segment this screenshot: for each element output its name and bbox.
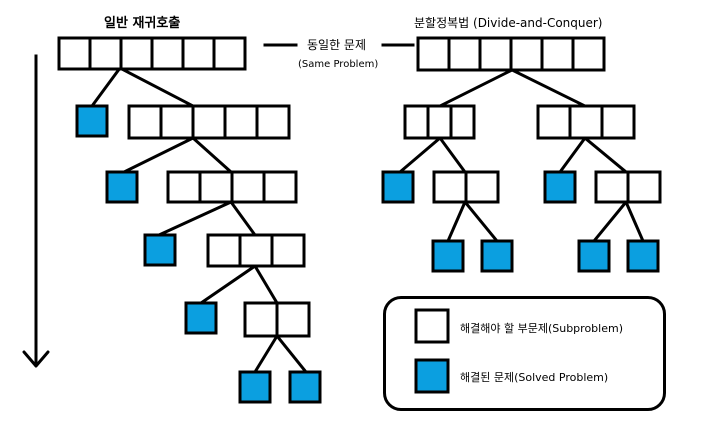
solved-square [577, 239, 611, 273]
connector-line [591, 199, 629, 244]
connector-line [509, 67, 588, 109]
connector-line [462, 199, 500, 244]
connector-line [624, 200, 645, 243]
connector-line [557, 135, 588, 175]
same-problem-sublabel: (Same Problem) [298, 59, 379, 70]
connector-line [157, 200, 233, 237]
subproblem-row-right-a [403, 104, 476, 140]
connector-line [198, 263, 258, 306]
legend-unsolved-label: 해결해야 할 부문제(Subproblem) [460, 322, 623, 335]
solved-square [543, 170, 577, 204]
solved-square [480, 239, 514, 273]
solved-square [184, 301, 218, 335]
legend-solved-swatch [414, 358, 450, 394]
connector-line [228, 199, 258, 238]
same-problem-label: 동일한 문제 [307, 38, 367, 52]
subproblem-row-left-1 [127, 104, 291, 140]
right-title: 분할정복법 (Divide-and-Conquer) [414, 16, 603, 30]
subproblem-row-left-3 [206, 233, 306, 268]
solved-square [381, 170, 415, 204]
connector-line [117, 65, 196, 109]
left-title: 일반 재귀호출 [104, 16, 181, 31]
subproblem-row-right-b [536, 104, 636, 140]
legend-unsolved-swatch [414, 308, 450, 344]
legend-solved-label: 해결된 문제(Solved Problem) [460, 371, 609, 384]
solved-square [75, 104, 109, 138]
solved-square [431, 239, 465, 273]
connector-line [121, 135, 196, 175]
connector-line [190, 135, 234, 175]
solved-square [288, 370, 322, 404]
connector-line [437, 135, 468, 175]
legend-box [383, 296, 666, 411]
connector-line [446, 200, 467, 243]
solved-square [238, 370, 272, 404]
solved-square [105, 170, 139, 204]
solved-square [143, 233, 177, 267]
connector-line [252, 333, 280, 375]
solved-square [626, 239, 660, 273]
downward-arrow-head [22, 350, 50, 368]
connector-line [437, 67, 515, 109]
connector-line [89, 65, 123, 109]
connector-line [582, 135, 629, 175]
connector-line [274, 333, 309, 375]
connector-line [252, 263, 280, 306]
connector-line [397, 135, 443, 175]
